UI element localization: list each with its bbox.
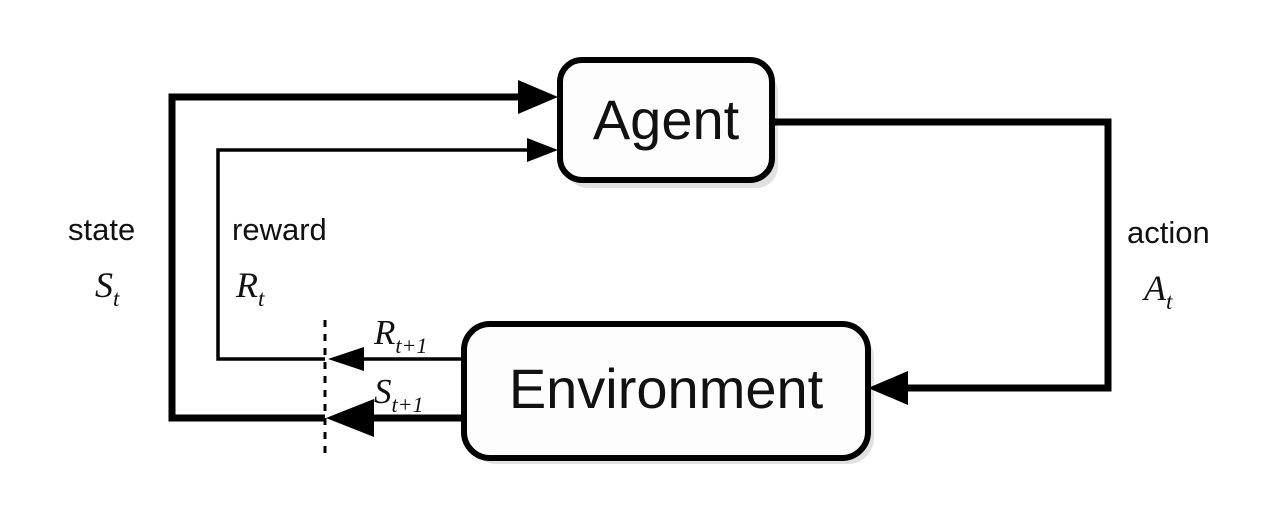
reward-subscript-label: t (258, 286, 265, 311)
state-symbol-label: St (95, 265, 120, 311)
next-reward-arrowhead (328, 347, 364, 371)
agent-box[interactable] (557, 57, 775, 183)
next-state-arrowhead (326, 399, 374, 437)
action-label-group: action At (1127, 215, 1210, 314)
reward-label-group: reward Rt (232, 212, 327, 311)
agent-node[interactable]: Agent (557, 57, 775, 183)
reward-flow-path (216, 138, 558, 361)
state-arrowhead-agent (518, 80, 558, 114)
next-reward-subscript-label: t+1 (395, 333, 427, 358)
action-flow-path (772, 118, 1112, 405)
action-word-label: action (1127, 215, 1210, 250)
reward-word-label: reward (232, 212, 327, 247)
next-state-label-group: St+1 (374, 372, 423, 417)
next-state-symbol-label: St+1 (374, 372, 423, 417)
state-subscript-label: t (113, 286, 120, 311)
next-reward-flow-path (328, 347, 464, 371)
state-flow-path (168, 80, 558, 422)
agent-label: Agent (593, 88, 740, 151)
state-word-label: state (68, 212, 135, 247)
reward-symbol-label: Rt (235, 265, 265, 311)
environment-node[interactable]: Environment (461, 321, 871, 461)
action-subscript-label: t (1166, 289, 1173, 314)
next-state-flow-path (326, 399, 464, 437)
next-reward-label-group: Rt+1 (373, 313, 427, 358)
state-label-group: state St (68, 212, 135, 311)
action-symbol-label: At (1142, 268, 1173, 314)
environment-label: Environment (509, 357, 824, 420)
environment-box[interactable] (461, 321, 871, 461)
next-reward-symbol-label: Rt+1 (373, 313, 427, 358)
action-arrowhead-environment (868, 371, 908, 405)
reward-arrowhead-agent (527, 138, 558, 162)
next-state-subscript-label: t+1 (392, 392, 424, 417)
